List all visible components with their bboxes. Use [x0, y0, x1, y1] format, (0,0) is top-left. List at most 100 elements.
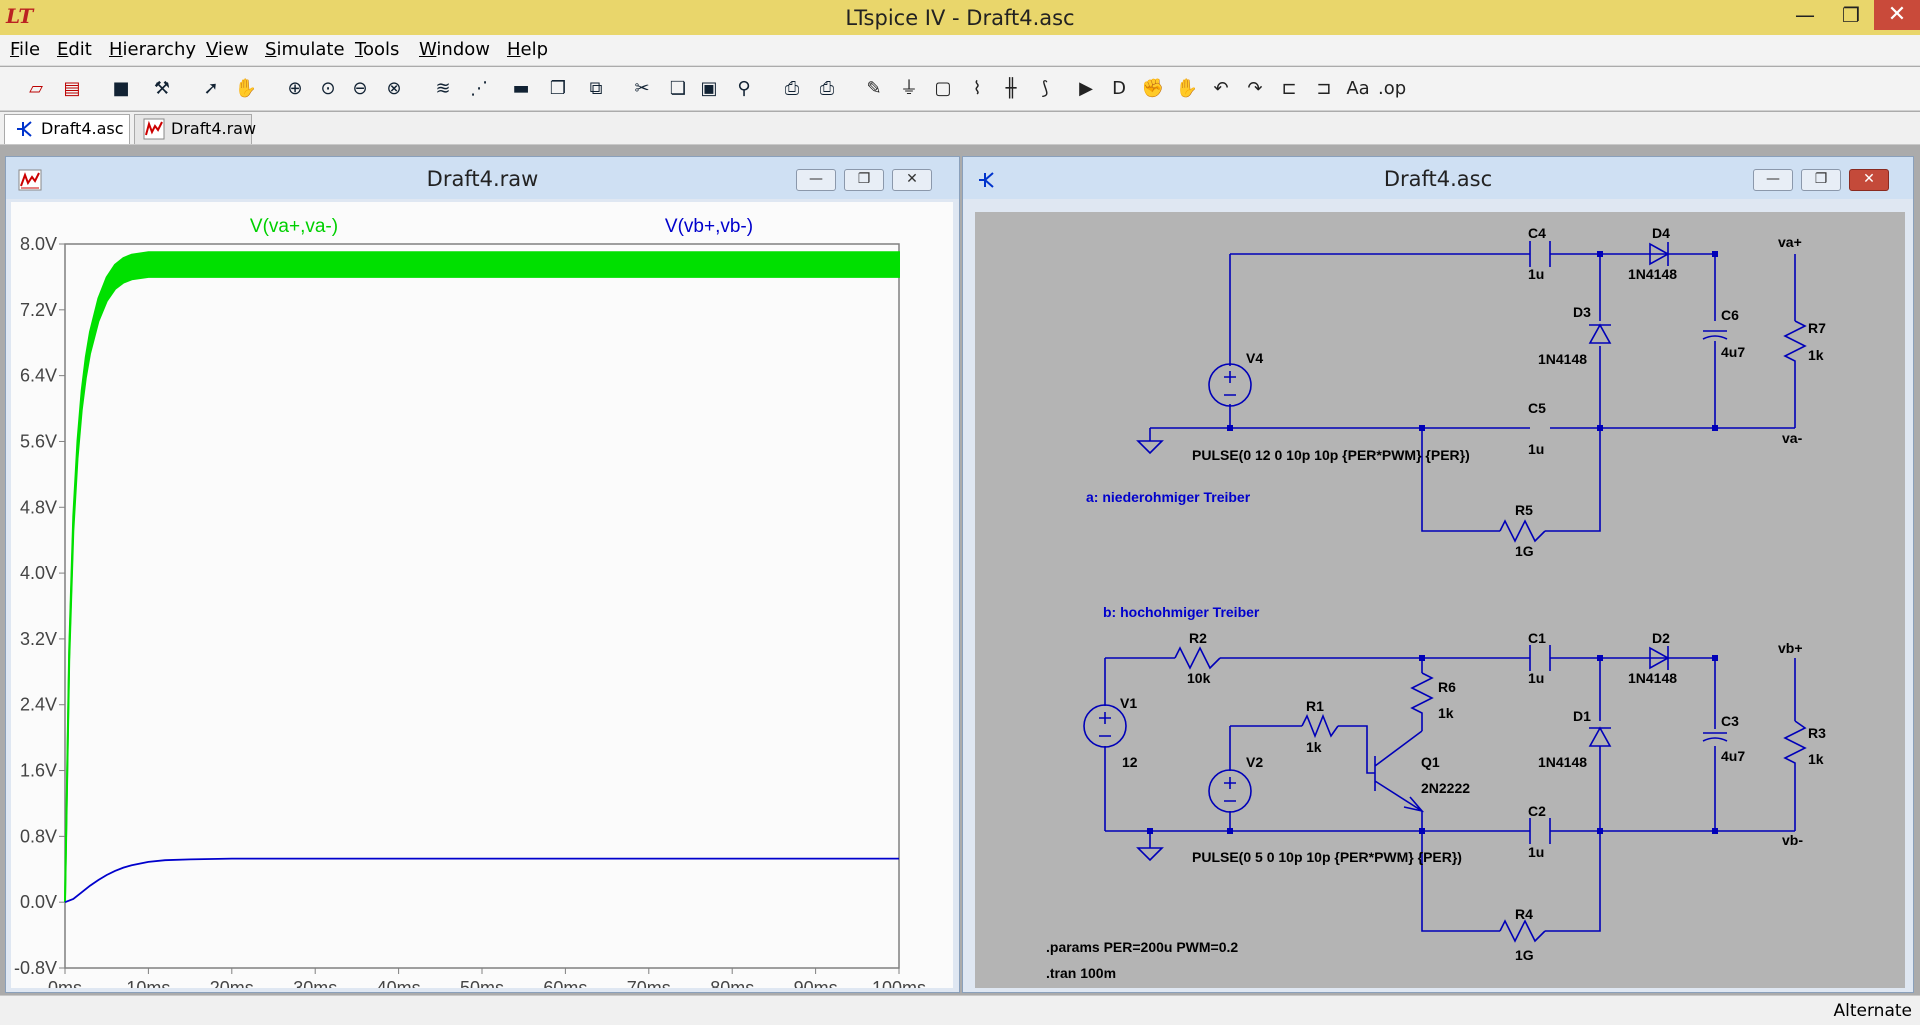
c3-label: C3	[1721, 713, 1739, 729]
x-tick-label: 20ms	[210, 978, 254, 988]
c3-value: 4u7	[1721, 748, 1745, 764]
component-icon[interactable]: D	[1112, 78, 1126, 99]
undo-icon[interactable]: ↶	[1213, 78, 1229, 99]
cascade-icon[interactable]: ❐	[549, 78, 567, 99]
restore-button[interactable]: ❐	[1842, 3, 1860, 27]
plot-minimize-button[interactable]: —	[796, 169, 836, 191]
zoom-area-icon[interactable]: ⊙	[320, 78, 336, 99]
q1-value: 2N2222	[1421, 780, 1470, 796]
copy-icon[interactable]: ❏	[669, 78, 687, 99]
move-icon[interactable]: ✊	[1141, 78, 1165, 99]
params-directive[interactable]: .params PER=200u PWM=0.2	[1046, 939, 1238, 955]
schematic-canvas[interactable]: C4 1u D4 1N4148 va+ D3 1N4148 C6 4u7 R7 …	[975, 212, 1905, 988]
circuit-a	[1136, 241, 1807, 543]
cut-icon[interactable]: ✂	[634, 78, 650, 99]
print-setup-icon[interactable]: ⎙	[784, 78, 800, 99]
y-tick-label: 6.4V	[20, 366, 57, 386]
pan-hand-icon[interactable]: ✋	[234, 78, 258, 99]
x-tick-label: 60ms	[543, 978, 587, 988]
control-panel-icon[interactable]: ⚒	[153, 78, 171, 99]
r4-value: 1G	[1515, 947, 1534, 963]
y-tick-label: 0.8V	[20, 826, 57, 846]
menu-view[interactable]: View	[206, 39, 249, 60]
schematic-restore-button[interactable]: ❐	[1801, 169, 1841, 191]
pulse-a-directive[interactable]: PULSE(0 12 0 10p 10p {PER*PWM} {PER})	[1192, 447, 1470, 463]
draw-wire-icon[interactable]: ✎	[866, 78, 882, 99]
schematic-icon	[979, 172, 994, 188]
tran-directive[interactable]: .tran 100m	[1046, 965, 1116, 981]
r3-value: 1k	[1808, 751, 1824, 767]
find-icon[interactable]: ⚲	[737, 78, 751, 99]
mirror-icon[interactable]: ⊐	[1316, 78, 1332, 99]
print-icon[interactable]: ⎙	[819, 78, 835, 99]
r3-label: R3	[1808, 725, 1826, 741]
menu-file[interactable]: File	[10, 39, 41, 60]
resistor-icon[interactable]: ⌇	[972, 78, 982, 99]
tile-horizontal-icon[interactable]: ▬	[512, 78, 530, 99]
legend-vb[interactable]: V(vb+,vb-)	[665, 216, 753, 237]
inductor-icon[interactable]: ⟆	[1041, 78, 1049, 99]
capacitor-icon[interactable]: ╫	[1005, 78, 1017, 99]
menu-window[interactable]: Window	[419, 39, 490, 60]
run-icon[interactable]: ➚	[203, 78, 219, 99]
menu-help[interactable]: Help	[507, 39, 549, 60]
schematic-minimize-button[interactable]: —	[1753, 169, 1793, 191]
zoom-in-icon[interactable]: ⊕	[287, 78, 303, 99]
diode-icon[interactable]: ▶	[1079, 78, 1093, 99]
text-icon[interactable]: Aa	[1346, 78, 1370, 99]
d4-value: 1N4148	[1628, 266, 1677, 282]
zoom-fit-icon[interactable]: ⊗	[386, 78, 402, 99]
y-tick-label: 7.2V	[20, 300, 57, 320]
menu-edit[interactable]: Edit	[57, 39, 92, 60]
r6-value: 1k	[1438, 705, 1454, 721]
rotate-icon[interactable]: ⊏	[1281, 78, 1297, 99]
legend-va[interactable]: V(va+,va-)	[250, 216, 338, 237]
c2-label: C2	[1528, 803, 1546, 819]
trace-1[interactable]	[64, 857, 899, 904]
net-va-minus: va-	[1782, 430, 1803, 446]
waveform-plot[interactable]: V(va+,va-) V(vb+,vb-) 8.0V7.2V6.4V5.6V4.…	[11, 202, 953, 988]
x-tick-label: 50ms	[460, 978, 504, 988]
r6-label: R6	[1438, 679, 1456, 695]
y-tick-label: 4.0V	[20, 563, 57, 583]
open-icon[interactable]: ▤	[63, 78, 81, 99]
menu-simulate[interactable]: Simulate	[265, 39, 345, 60]
x-tick-label: 80ms	[710, 978, 754, 988]
d3-label: D3	[1573, 304, 1591, 320]
ground-icon[interactable]: ⏚	[900, 78, 918, 99]
autorange-icon[interactable]: ≋	[435, 78, 451, 99]
trace-0[interactable]	[64, 263, 899, 903]
d2-value: 1N4148	[1628, 670, 1677, 686]
r7-value: 1k	[1808, 347, 1824, 363]
close-all-icon[interactable]: ⧉	[589, 78, 603, 99]
mark-unref-icon[interactable]: ⋰	[470, 78, 488, 99]
spice-directive-icon[interactable]: .op	[1378, 78, 1407, 99]
drag-icon[interactable]: ✋	[1175, 78, 1199, 99]
paste-icon[interactable]: ▣	[700, 78, 718, 99]
note-b: b: hochohmiger Treiber	[1103, 604, 1260, 620]
schematic-close-button[interactable]: ✕	[1849, 169, 1889, 191]
close-button[interactable]: ✕	[1874, 0, 1920, 30]
c5-value: 1u	[1528, 441, 1544, 457]
menu-bar: File Edit Hierarchy View Simulate Tools …	[0, 35, 1920, 66]
plot-window-title: Draft4.raw	[426, 167, 539, 191]
tab-draft4-asc[interactable]: Draft4.asc	[4, 114, 130, 144]
v1-label: V1	[1120, 695, 1137, 711]
c1-label: C1	[1528, 630, 1546, 646]
y-tick-label: -0.8V	[14, 958, 57, 978]
label-net-icon[interactable]: ▢	[934, 78, 952, 99]
menu-tools[interactable]: Tools	[355, 39, 400, 60]
plot-close-button[interactable]: ✕	[892, 169, 932, 191]
zoom-out-icon[interactable]: ⊖	[352, 78, 368, 99]
tab-bar: Draft4.asc Draft4.raw	[0, 112, 1920, 145]
new-schematic-icon[interactable]: ▱	[29, 78, 43, 99]
plot-restore-button[interactable]: ❐	[844, 169, 884, 191]
net-vb-plus: vb+	[1778, 640, 1803, 656]
minimize-button[interactable]: —	[1795, 3, 1815, 27]
r5-value: 1G	[1515, 543, 1534, 559]
tab-draft4-raw[interactable]: Draft4.raw	[134, 114, 256, 144]
pulse-b-directive[interactable]: PULSE(0 5 0 10p 10p {PER*PWM} {PER})	[1192, 849, 1462, 865]
menu-hierarchy[interactable]: Hierarchy	[109, 39, 197, 60]
redo-icon[interactable]: ↷	[1247, 78, 1263, 99]
save-icon[interactable]: ■	[112, 78, 130, 99]
